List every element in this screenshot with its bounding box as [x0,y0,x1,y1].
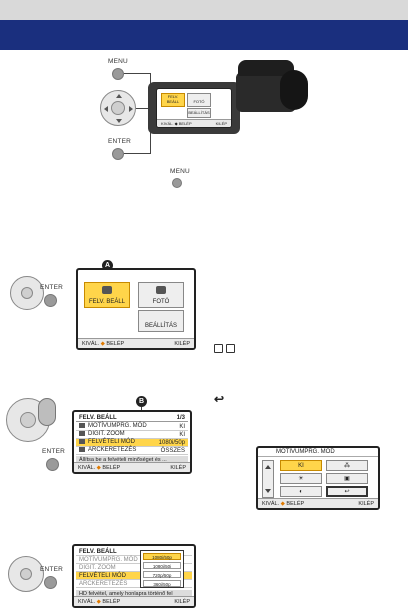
camera-tile-record: FELV. BEÁLL [161,93,185,107]
scene-mode-header: MOTÍVUMPRG. MÓD [258,448,378,457]
top-strip [0,0,408,20]
scroll-up-icon[interactable] [265,465,271,469]
scene-option-spotlight[interactable]: ◐ [280,486,322,497]
tile-record-settings[interactable]: FELV. BEÁLL [84,282,130,308]
joystick-center[interactable] [111,101,125,115]
joystick-step3-center[interactable] [20,568,32,580]
info-text: Állítsa be a felvételi minőséget és ... [76,456,188,464]
enter-button-step2[interactable] [46,458,59,471]
scene-option-lowlight[interactable]: ▣ [326,473,368,484]
joystick-step1[interactable] [10,276,44,310]
option-item[interactable]: 720p/50p [143,571,181,578]
scroll-down-icon[interactable] [265,489,271,493]
screen3-footer: KIVÁL. ◆ BELÉP KILÉP [74,596,194,606]
joystick-step1-center[interactable] [21,287,33,299]
return-icon: ↩ [214,392,225,406]
camera-tile-setup: BEÁLLÍTÁS [187,108,211,118]
scene-option-sports[interactable]: ⁂ [326,460,368,471]
scene-return-button[interactable]: ↩ [326,486,368,497]
enter-label-step3: ENTER [40,566,64,573]
option-popup: 1080i/50p 1080i/50i 720p/50p 360i/50p [140,550,184,588]
list-item[interactable]: DIGIT. ZOOM [76,564,192,572]
camera-icon [156,286,166,294]
enter-button[interactable] [112,148,124,160]
tile-photo[interactable]: FOTÓ [138,282,184,308]
list-item[interactable]: ARCKERETEZÉS [76,580,192,588]
screen1-footer: KIVÁL. ◆ BELÉP KILÉP [78,338,194,348]
header-bar [0,20,408,50]
scene-option-portrait[interactable]: ☀ [280,473,322,484]
list-item-selected[interactable]: FELVÉTELI MÓD [76,572,192,580]
enter-label: ENTER [108,138,132,145]
camera-lens-top [238,60,294,76]
callout-a: A [102,260,113,271]
enter-leader-line-v [150,124,151,154]
scene-option-off[interactable]: KI [280,460,322,471]
callout-b: B [136,396,147,407]
menu-label: MENU [108,58,128,65]
info-text: HD felvétel, amely honlapra történő fel [76,590,192,598]
camera-tile-photo: FOTÓ [187,93,211,107]
joystick-leader-line [136,108,150,109]
arrow-right-icon [129,106,133,112]
option-item[interactable]: 360i/50p [143,580,181,587]
menu-button[interactable] [112,68,124,80]
arrow-up-icon [116,94,122,98]
joystick-step2-highlight [38,398,56,426]
scroll-control[interactable] [262,460,274,498]
camera-lcd-panel: FELV. BEÁLL FOTÓ BEÁLLÍTÁS KIVÁL. ◆ BELÉ… [148,82,240,134]
list-item[interactable]: FELV. BEÁLL [76,548,192,556]
option-item[interactable]: 1080i/50i [143,562,181,569]
menu-inline-label: MENU [170,168,190,175]
camera-screen: FELV. BEÁLL FOTÓ BEÁLLÍTÁS KIVÁL. ◆ BELÉ… [156,88,232,128]
arrow-left-icon [104,106,108,112]
enter-button-step1[interactable] [44,294,57,307]
camera-grip [280,70,308,110]
list-item[interactable]: MOTÍVUMPRG. MÓD [76,556,192,564]
menu-leader-line [124,73,150,74]
joystick[interactable] [100,90,136,126]
video-camera-icon [102,286,112,294]
small-key-1 [214,344,223,353]
small-key-2 [226,344,235,353]
enter-label-step1: ENTER [40,284,64,291]
joystick-step3[interactable] [8,556,44,592]
menu-screen-top: FELV. BEÁLL FOTÓ BEÁLLÍTÁS KIVÁL. ◆ BELÉ… [76,268,196,350]
enter-leader-line [124,153,150,154]
recording-mode-screen: FELV. BEÁLL MOTÍVUMPRG. MÓD DIGIT. ZOOM … [72,544,196,608]
screen2-footer: KIVÁL. ◆ BELÉP KILÉP [74,462,190,472]
menu-inline-button[interactable] [172,178,182,188]
arrow-down-icon [116,119,122,123]
option-selected[interactable]: 1080i/50p [143,553,181,560]
screen4-footer: KIVÁL. ◆ BELÉP KILÉP [258,498,378,508]
enter-button-step3[interactable] [44,576,57,589]
joystick-step2-center[interactable] [20,412,36,428]
tile-setup[interactable]: BEÁLLÍTÁS [138,310,184,332]
scene-mode-screen: MOTÍVUMPRG. MÓD KI ⁂ ☀ ▣ ◐ ↩ KIVÁL. ◆ BE… [256,446,380,510]
enter-label-step2: ENTER [42,448,66,455]
